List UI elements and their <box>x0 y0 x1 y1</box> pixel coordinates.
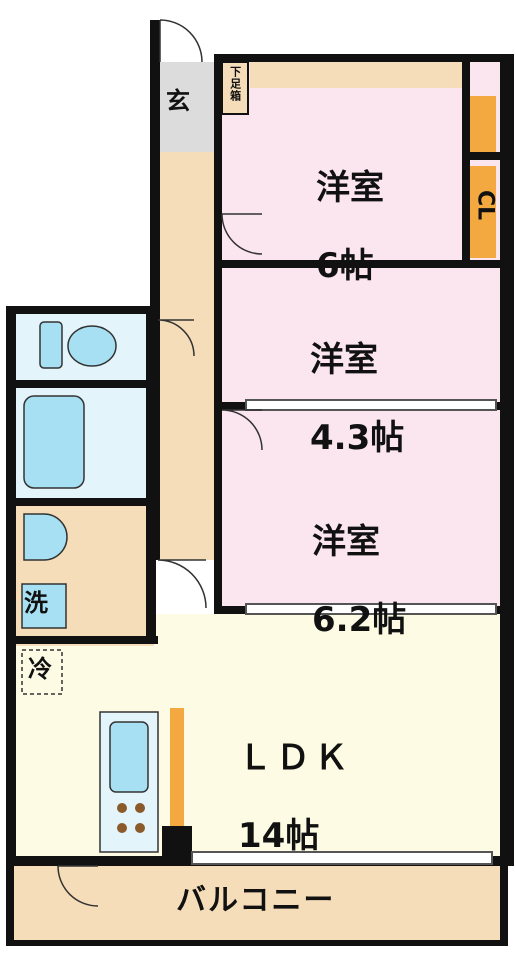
bedroom-3-floor <box>222 410 500 610</box>
bedroom-2-label: 洋室 4.3帖 <box>310 302 404 497</box>
balcony-side-right <box>500 866 508 946</box>
bedroom-2-floor <box>222 268 500 402</box>
bedroom-1-floor <box>222 62 500 262</box>
bedroom-1-label: 洋室 6帖 <box>316 130 384 325</box>
bedroom-1-top-strip <box>250 62 462 88</box>
ldk-size: 14帖 <box>238 816 320 857</box>
bedroom-3-name: 洋室 <box>312 522 380 563</box>
doors <box>57 19 263 907</box>
bedroom-1-name: 洋室 <box>316 168 384 209</box>
bedroom-3-size: 6.2帖 <box>312 600 407 641</box>
genkan-floor <box>158 62 218 152</box>
bedroom-2-name: 洋室 <box>310 340 378 381</box>
fridge-label: 冷 <box>28 655 52 683</box>
closet-label: CL <box>472 190 498 221</box>
corridor-floor <box>158 150 218 560</box>
entrance-label: 玄 <box>166 87 190 115</box>
balcony-rail <box>14 940 500 946</box>
wash-basin <box>23 513 68 561</box>
closet-floor <box>470 166 496 258</box>
closet-floor-top <box>470 96 496 152</box>
balcony-label: バルコニー <box>176 883 336 918</box>
kitchen-counter <box>99 708 184 853</box>
bathtub <box>23 395 85 489</box>
bedroom-2-size: 4.3帖 <box>310 418 405 459</box>
windows <box>191 399 497 865</box>
toilet-fixture <box>39 321 117 369</box>
laundry-label: 洗 <box>24 589 48 617</box>
balcony-side-left <box>6 866 14 946</box>
balcony-floor <box>14 866 500 944</box>
bedroom-1-size: 6帖 <box>316 246 374 287</box>
ldk-name: ＬＤＫ <box>238 738 352 779</box>
ldk-label: ＬＤＫ 14帖 <box>238 700 352 895</box>
bedroom-3-label: 洋室 6.2帖 <box>312 484 406 679</box>
shoe-box-label: 下足箱 <box>228 66 242 102</box>
laundry-pan <box>21 583 67 629</box>
ldk-floor <box>14 614 500 864</box>
